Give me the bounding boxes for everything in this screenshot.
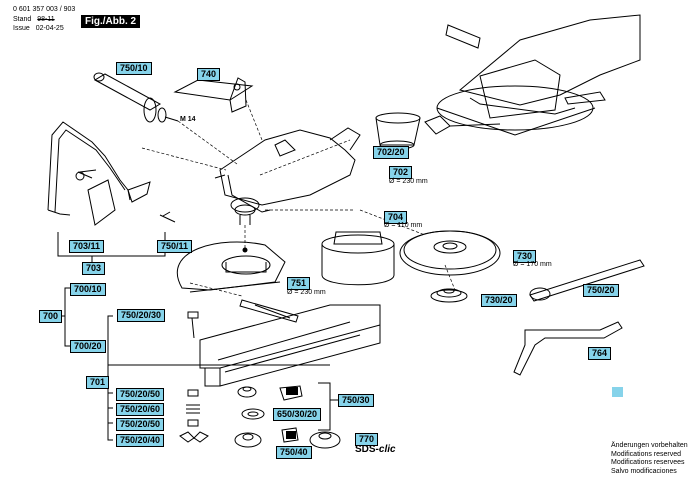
stand-line: Stand 98-11 xyxy=(13,16,55,24)
part-751-diameter: Ø = 230 mm xyxy=(287,289,326,296)
part-702-20-label: 702/20 xyxy=(373,146,409,159)
m14-label: M 14 xyxy=(180,116,196,123)
part-750-30-label: 750/30 xyxy=(338,394,374,407)
part-750-20-40-label: 750/20/40 xyxy=(116,434,165,447)
issue-line: Issue 02-04-25 xyxy=(13,25,64,33)
part-750-10-label: 750/10 xyxy=(116,62,152,75)
issue-label: Issue xyxy=(13,25,30,32)
part-700-label: 700 xyxy=(39,310,63,323)
part-770-label: 770 xyxy=(355,433,379,446)
part-703-11-label: 703/11 xyxy=(69,240,105,253)
part-703-label: 703 xyxy=(82,262,106,275)
handle-bracket-drawing xyxy=(173,77,254,113)
part-650-30-20-label: 650/30/20 xyxy=(273,408,322,421)
two-pin-spanner-drawing xyxy=(529,259,645,302)
note-es: Salvo modificaciones xyxy=(611,467,677,475)
part-704-diameter: Ø = 110 mm xyxy=(384,222,423,229)
part-750-20-50a-label: 750/20/50 xyxy=(116,388,165,401)
cup-guard-drawing xyxy=(321,231,395,286)
stand-label: Stand xyxy=(13,16,32,23)
note-de: Änderungen vorbehalten xyxy=(611,442,688,449)
doc-number: 0 601 357 003 / 903 xyxy=(13,6,76,13)
part-730-20-label: 730/20 xyxy=(481,294,517,307)
part-750-20-60-label: 750/20/60 xyxy=(116,403,165,416)
suction-nozzle-drawing xyxy=(375,112,421,150)
legend-color-swatch xyxy=(612,387,623,397)
part-764-label: 764 xyxy=(588,347,612,360)
bow-handle-drawing xyxy=(47,121,151,226)
part-702-label: 702 xyxy=(389,166,413,179)
part-730-label: 730 xyxy=(513,250,537,263)
wheel-guard-drawing xyxy=(176,241,286,293)
stand-value: 98-11 xyxy=(37,16,55,23)
part-750-20-30-label: 750/20/30 xyxy=(117,309,166,322)
part-702-diameter: Ø = 230 mm xyxy=(389,178,428,185)
figure-label: Fig./Abb. 2 xyxy=(81,15,141,28)
part-750-11-label: 750/11 xyxy=(157,240,193,253)
part-700-10-label: 700/10 xyxy=(70,283,106,296)
wrench-drawing xyxy=(513,321,623,376)
part-750-40-label: 750/40 xyxy=(276,446,312,459)
note-en: Modifications reserved xyxy=(611,450,682,458)
grinder-with-hood-drawing xyxy=(424,14,641,136)
part-740-label: 740 xyxy=(197,68,221,81)
part-730-diameter: Ø = 170 mm xyxy=(513,261,552,268)
issue-value: 02-04-25 xyxy=(35,25,64,32)
part-704-label: 704 xyxy=(384,211,408,224)
sanding-disc-drawing xyxy=(399,230,501,276)
cutting-guide-drawing xyxy=(199,299,381,387)
part-700-20-label: 700/20 xyxy=(70,340,106,353)
sds-prefix: SDS- xyxy=(355,444,379,455)
side-handle-drawing xyxy=(93,72,179,123)
part-750-20-label: 750/20 xyxy=(583,284,619,297)
angle-grinder-drawing xyxy=(214,127,361,225)
part-701-label: 701 xyxy=(86,376,110,389)
clamping-nut-drawing xyxy=(430,288,468,303)
part-750-20-50b-label: 750/20/50 xyxy=(116,418,165,431)
sds-suffix: clic xyxy=(378,444,396,455)
sds-clic-logo: SDS-clic xyxy=(355,444,396,455)
modification-notes: Änderungen vorbehalten Modifications res… xyxy=(611,442,688,476)
part-751-label: 751 xyxy=(287,277,311,290)
note-fr: Modifications reservees xyxy=(611,459,685,466)
bracket-700 xyxy=(64,287,80,347)
